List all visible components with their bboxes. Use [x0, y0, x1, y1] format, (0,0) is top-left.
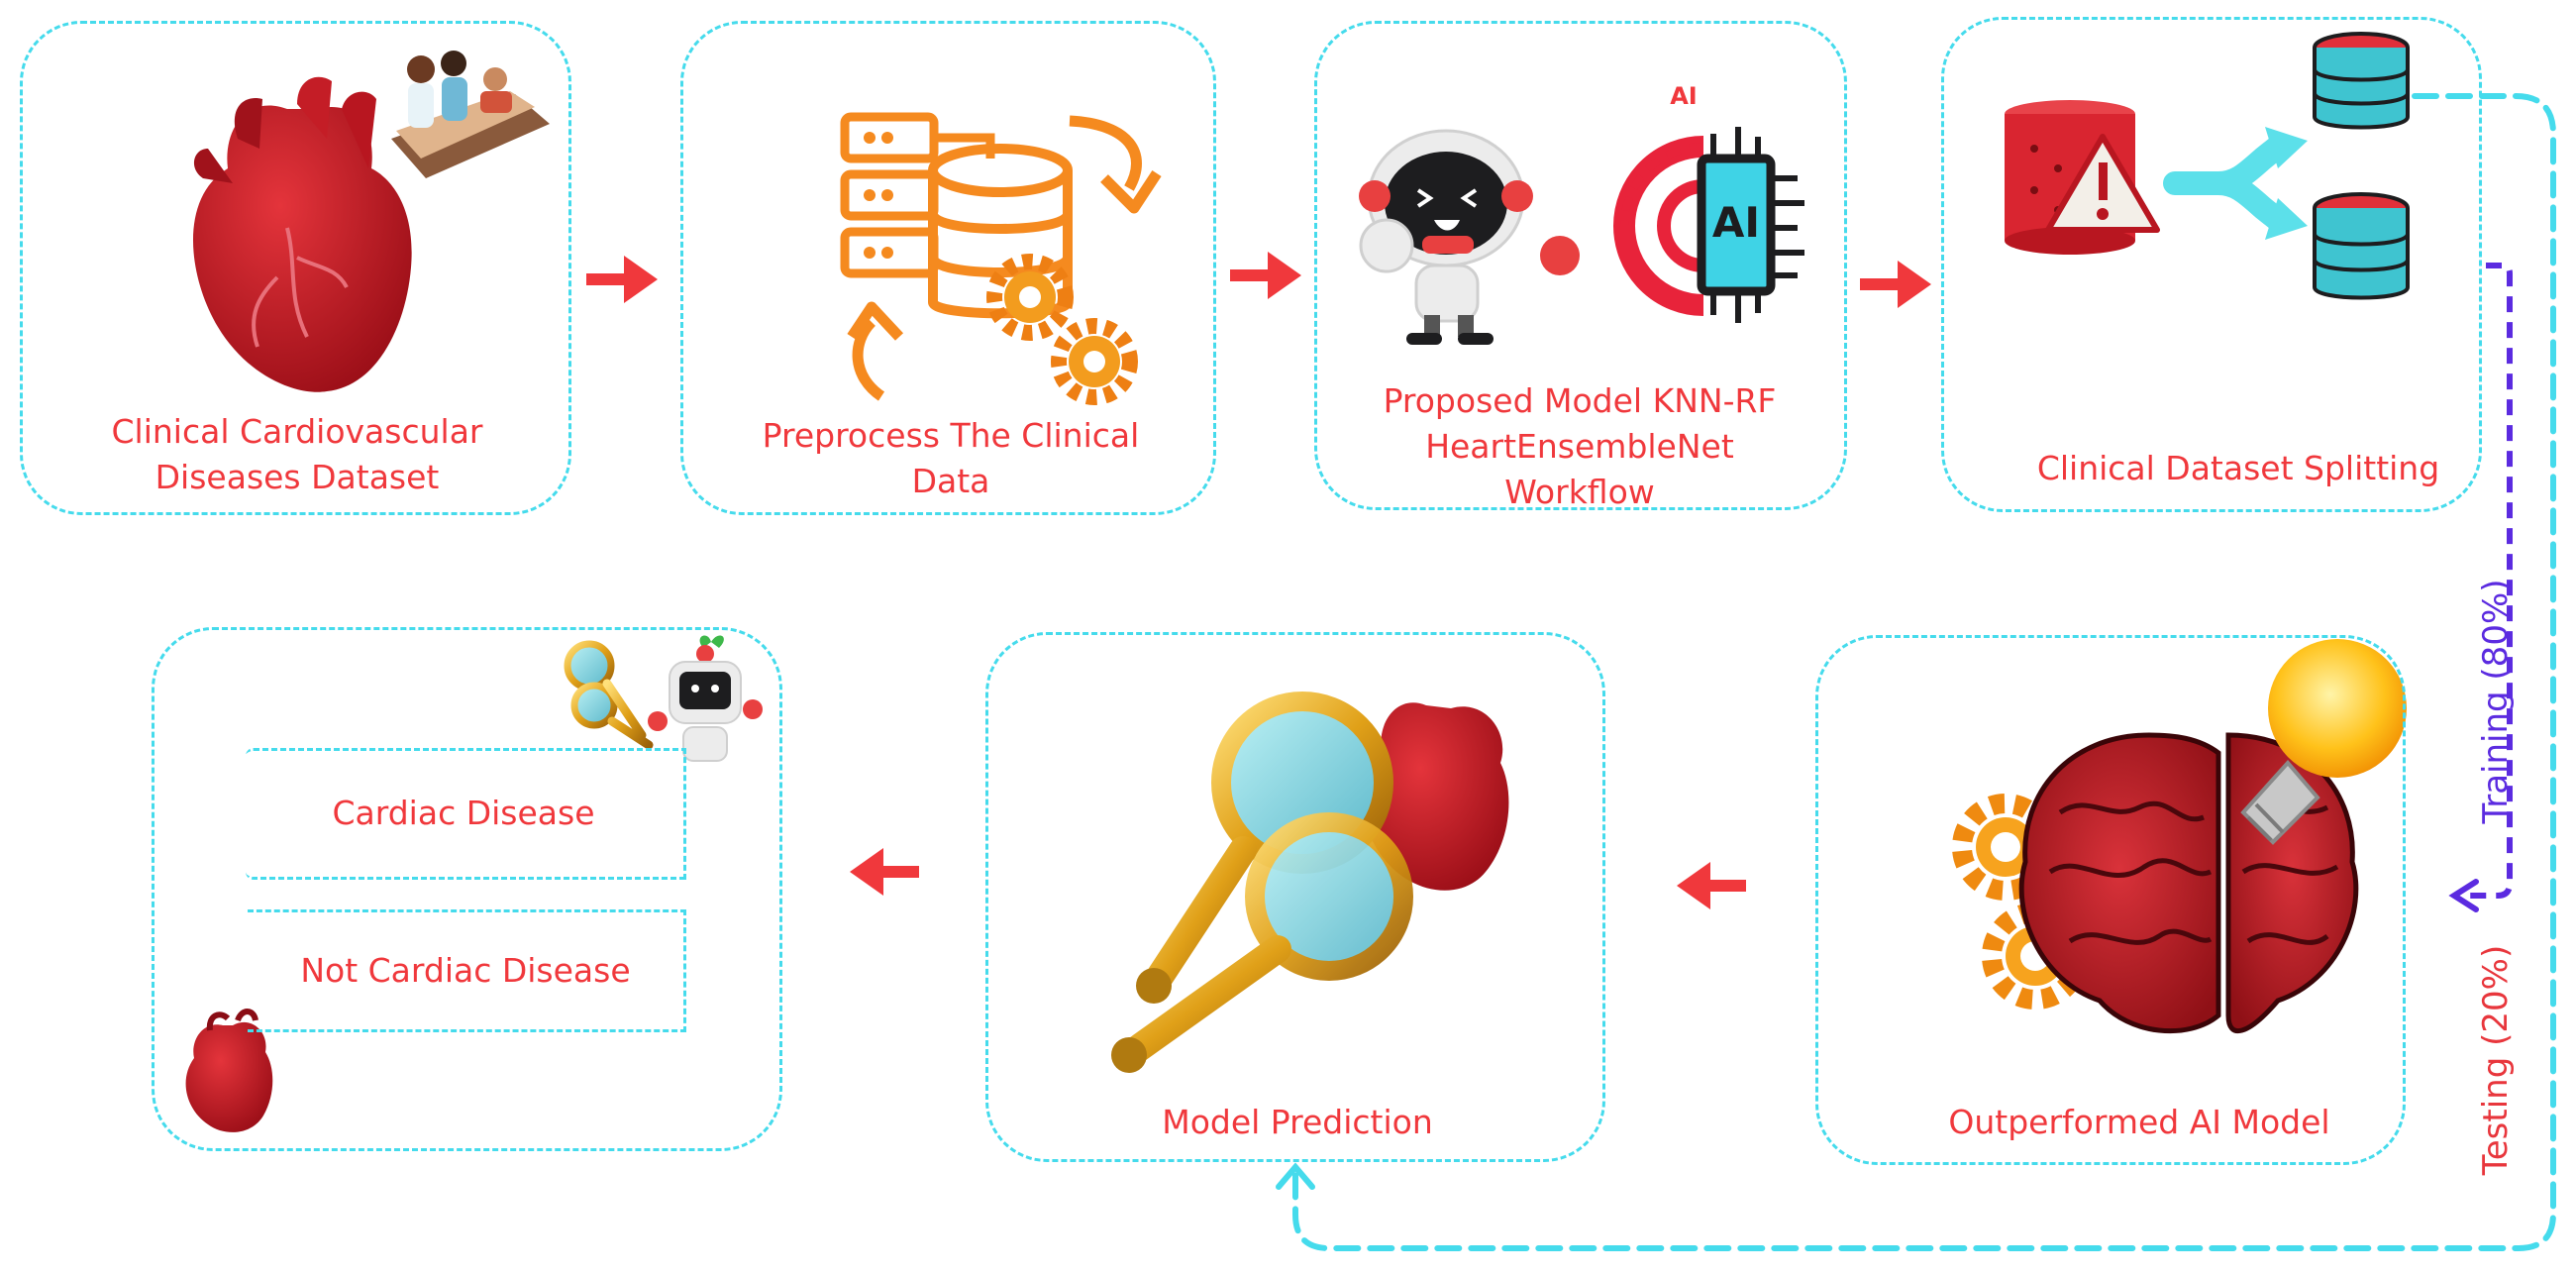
outcome-option-not-cardiac: Not Cardiac Disease: [248, 909, 686, 1032]
not-cardiac-disease-label: Not Cardiac Disease: [300, 951, 631, 990]
training-path: [2464, 263, 2513, 899]
flow-arrow-1: [586, 256, 658, 303]
model-label: Proposed Model KNN-RF HeartEnsembleNet W…: [1383, 381, 1777, 511]
heart-icon: [1362, 702, 1509, 891]
flow-arrow-4: [1677, 862, 1746, 909]
step-box-splitting: [1941, 17, 2482, 512]
testing-path: [1292, 93, 2556, 1251]
step-box-preprocess: [680, 21, 1216, 515]
training-label: Training (80%): [2476, 579, 2516, 824]
split-database-icon: [2005, 32, 2410, 300]
robot-icon: [1359, 129, 1580, 345]
brain-icon: [2018, 732, 2359, 1034]
step-box-model: [1314, 21, 1847, 510]
testing-label: Testing (20%): [2476, 944, 2516, 1176]
step-box-outcome: [152, 627, 782, 1151]
testing-arrowhead: [1276, 1162, 1315, 1190]
model-ai-tag: AI: [1670, 82, 1698, 110]
splitting-label: Clinical Dataset Splitting: [2036, 449, 2440, 487]
step-box-outperformed: [1815, 635, 2406, 1165]
training-arrowhead: [2448, 879, 2479, 912]
step-box-prediction: [985, 632, 1605, 1162]
flow-arrow-2: [1230, 252, 1301, 299]
magnifier-icon: [1111, 692, 1413, 1073]
outperformed-label: Outperformed AI Model: [1948, 1103, 2330, 1141]
gears-icon: [986, 254, 1138, 405]
ai-chip-icon: [1613, 127, 1804, 323]
ai-chip-text: AI: [1711, 198, 1761, 247]
preprocess-label: Preprocess The Clinical Data: [762, 416, 1140, 500]
prediction-label: Model Prediction: [1162, 1103, 1433, 1141]
cardiac-disease-label: Cardiac Disease: [332, 794, 595, 832]
step-box-dataset: [20, 21, 571, 515]
heart-icon: [193, 76, 412, 392]
clinicians-icon: [391, 51, 550, 178]
flow-arrow-3: [1860, 261, 1931, 308]
magnifier-icon: [564, 640, 654, 750]
dataset-label: Clinical Cardiovascular Diseases Dataset: [111, 412, 483, 496]
outcome-option-cardiac: Cardiac Disease: [246, 748, 686, 880]
flow-arrow-5: [850, 848, 919, 896]
